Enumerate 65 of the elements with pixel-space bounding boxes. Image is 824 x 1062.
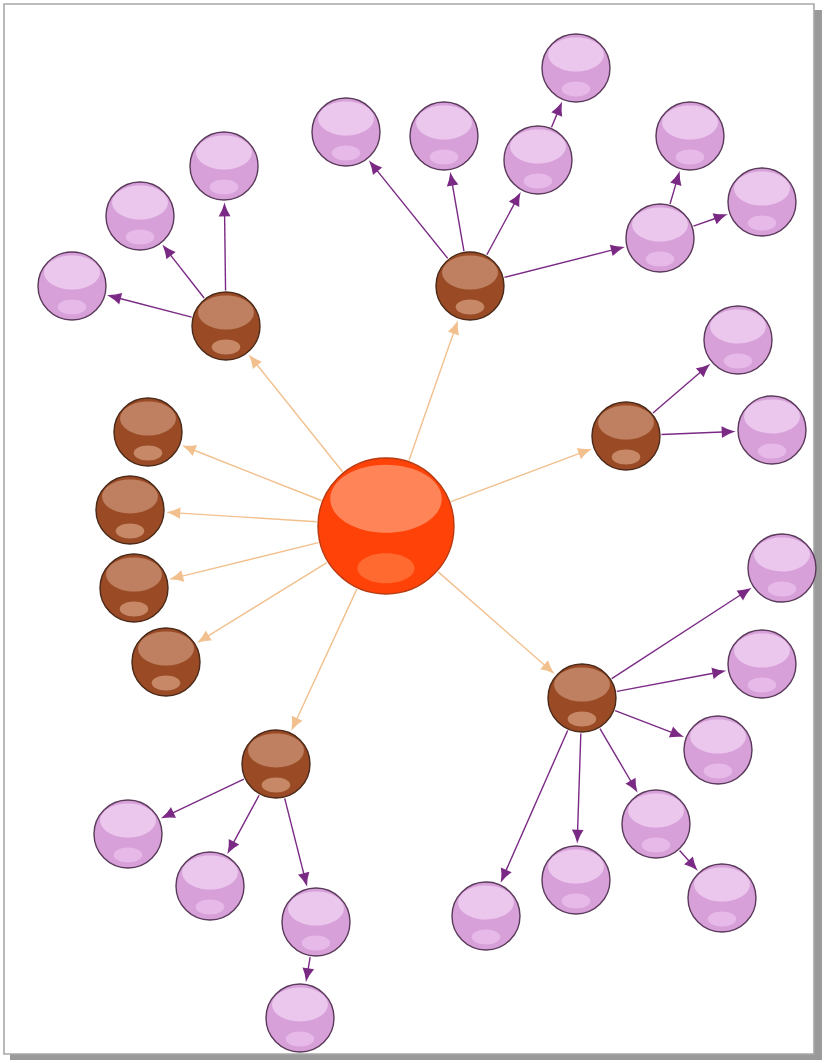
leaf-node xyxy=(687,863,757,933)
leaf-node xyxy=(737,395,807,465)
leaf-node xyxy=(541,33,611,103)
branch-node xyxy=(241,729,311,799)
leaf-node xyxy=(175,851,245,921)
leaf-node xyxy=(625,203,695,273)
branch-node xyxy=(99,553,169,623)
arrow xyxy=(616,667,725,693)
leaf-node xyxy=(265,983,335,1053)
arrow xyxy=(249,355,344,473)
arrow xyxy=(162,778,245,819)
arrow xyxy=(302,956,314,981)
branch-node xyxy=(131,627,201,697)
leaf-node xyxy=(281,887,351,957)
leaf-node xyxy=(451,881,521,951)
leaf-node xyxy=(189,131,259,201)
branch-node xyxy=(435,251,505,321)
arrow xyxy=(669,172,682,205)
arrow xyxy=(369,161,449,260)
leaf-node xyxy=(747,533,817,603)
arrow xyxy=(171,541,320,582)
arrow xyxy=(599,727,638,792)
leaf-node xyxy=(93,799,163,869)
branch-node xyxy=(547,663,617,733)
leaf-node xyxy=(655,101,725,171)
arrow xyxy=(678,849,697,870)
leaf-node xyxy=(703,305,773,375)
leaf-node xyxy=(621,789,691,859)
arrow xyxy=(437,571,554,674)
arrow xyxy=(692,213,727,227)
arrow xyxy=(652,364,710,414)
arrow xyxy=(550,103,563,128)
branch-node xyxy=(95,475,165,545)
leaf-node xyxy=(503,125,573,195)
leaf-node xyxy=(37,251,107,321)
arrow xyxy=(486,193,521,256)
branch-node xyxy=(191,291,261,361)
leaf-node xyxy=(727,629,797,699)
arrow xyxy=(614,709,683,738)
arrow xyxy=(198,561,328,643)
arrow xyxy=(611,588,751,680)
arrow xyxy=(503,244,624,278)
hub-node xyxy=(317,457,455,595)
arrow xyxy=(163,245,205,299)
branch-node xyxy=(113,397,183,467)
arrow xyxy=(219,204,230,292)
leaf-node xyxy=(409,101,479,171)
arrow xyxy=(408,322,459,462)
branch-node xyxy=(591,401,661,471)
arrow xyxy=(572,732,583,842)
leaf-node xyxy=(727,167,797,237)
arrow xyxy=(284,797,310,886)
leaf-node xyxy=(541,845,611,915)
arrow xyxy=(108,293,193,318)
arrow xyxy=(168,507,318,523)
leaf-node xyxy=(105,181,175,251)
arrow xyxy=(450,448,591,503)
leaf-node xyxy=(311,97,381,167)
leaf-node xyxy=(683,715,753,785)
arrow xyxy=(447,173,465,252)
arrow xyxy=(500,729,569,882)
arrow xyxy=(291,588,358,730)
arrow xyxy=(183,445,323,502)
arrow xyxy=(227,794,260,853)
arrow xyxy=(660,426,734,438)
